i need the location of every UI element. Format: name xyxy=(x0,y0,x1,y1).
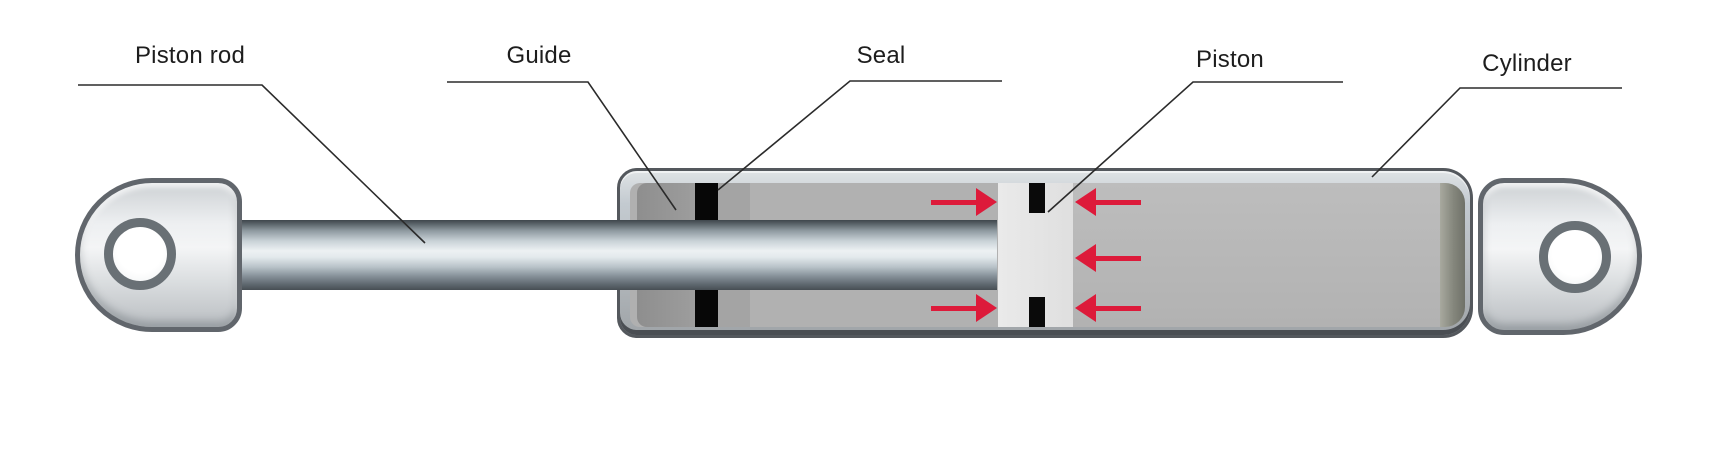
pressure-arrow-left-icon xyxy=(1075,294,1141,322)
leader-guide xyxy=(447,81,677,211)
cylinder-cavity xyxy=(630,183,1465,327)
pressure-arrow-right-icon xyxy=(931,188,997,216)
arrow-shaft xyxy=(1095,200,1141,205)
arrow-head xyxy=(1075,188,1096,216)
piston-seal-ring-bottom xyxy=(1029,297,1045,327)
left-eyelet xyxy=(75,178,242,332)
arrow-head xyxy=(976,188,997,216)
right-eyelet-hole xyxy=(1539,221,1611,293)
piston-seal-ring-top xyxy=(1029,183,1045,213)
pressure-arrow-left-icon xyxy=(1075,244,1141,272)
pressure-arrow-right-icon xyxy=(931,294,997,322)
arrow-shaft xyxy=(931,200,977,205)
arrow-head xyxy=(1075,294,1096,322)
leader-cylinder xyxy=(1371,87,1622,178)
left-eyelet-hole xyxy=(104,218,176,290)
arrow-head xyxy=(976,294,997,322)
arrow-shaft xyxy=(1095,306,1141,311)
leader-piston-rod xyxy=(78,84,426,244)
arrow-head xyxy=(1075,244,1096,272)
leader-piston xyxy=(1047,81,1343,213)
cylinder-end-cap xyxy=(1440,183,1465,327)
leader-seal xyxy=(717,80,1002,191)
label-cylinder: Cylinder xyxy=(1482,50,1572,77)
label-piston-rod: Piston rod xyxy=(134,42,246,69)
gas-chamber-cap-side xyxy=(1073,183,1440,327)
pressure-arrow-left-icon xyxy=(1075,188,1141,216)
arrow-shaft xyxy=(1095,256,1141,261)
label-guide: Guide xyxy=(506,42,572,69)
label-piston: Piston xyxy=(1196,46,1264,73)
piston-rod xyxy=(242,220,997,290)
label-seal: Seal xyxy=(856,42,906,69)
arrow-shaft xyxy=(931,306,977,311)
